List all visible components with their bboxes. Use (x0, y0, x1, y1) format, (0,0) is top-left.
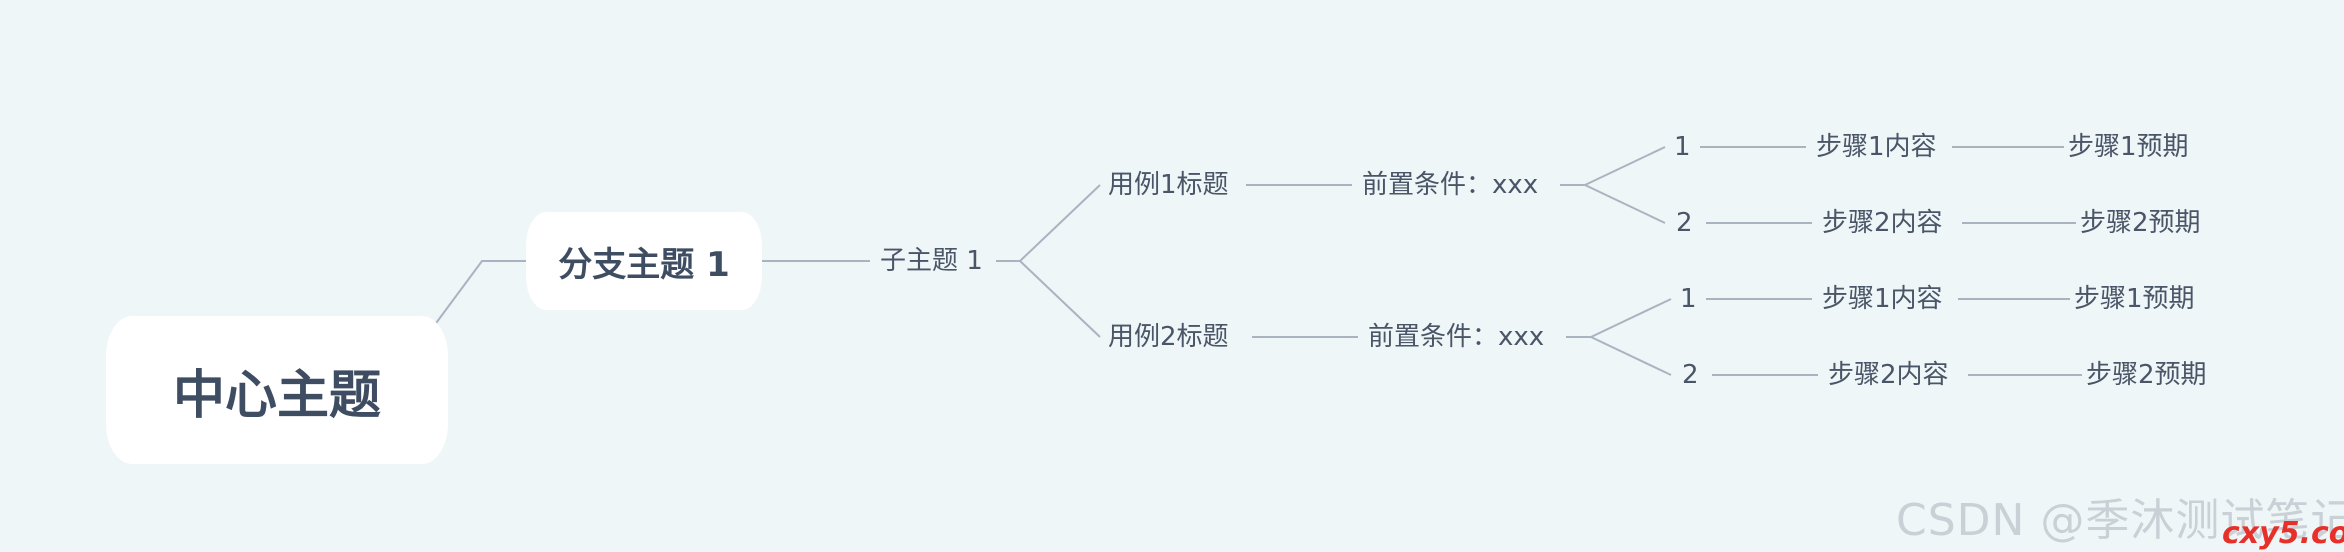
case1-to-step2-line (1584, 184, 1666, 224)
step-expected-label: 步骤2预期 (2086, 360, 2207, 390)
case1-step2-number-node[interactable]: 2 (1676, 208, 1693, 238)
case-title-label: 用例1标题 (1108, 170, 1229, 200)
step-number-label: 2 (1676, 208, 1693, 238)
step-expected-label: 步骤2预期 (2080, 208, 2201, 238)
case2-step2-number-node[interactable]: 2 (1682, 360, 1699, 390)
step-content-label: 步骤1内容 (1816, 132, 1937, 162)
step-content-label: 步骤1内容 (1822, 284, 1943, 314)
case1-step1-number-node[interactable]: 1 (1674, 132, 1691, 162)
case2-step2-expected-node[interactable]: 步骤2预期 (2086, 360, 2207, 390)
root-to-branch-line (427, 260, 526, 335)
branch-topic-node[interactable]: 分支主题 1 (526, 212, 762, 310)
case1-step2-expected-node[interactable]: 步骤2预期 (2080, 208, 2201, 238)
step-content-label: 步骤2内容 (1828, 360, 1949, 390)
branch-topic-label: 分支主题 1 (558, 244, 730, 285)
subtopic-to-case2-line (1019, 260, 1101, 338)
step-content-label: 步骤2内容 (1822, 208, 1943, 238)
case1-to-step1-line (1584, 146, 1666, 186)
case2-precondition-node[interactable]: 前置条件：xxx (1368, 322, 1544, 352)
case2-step1-number-node[interactable]: 1 (1680, 284, 1697, 314)
step-expected-label: 步骤1预期 (2068, 132, 2189, 162)
site-logo-text: cxy5.com (2222, 516, 2344, 551)
subtopic-label: 子主题 1 (880, 246, 983, 276)
case-title-label: 用例2标题 (1108, 322, 1229, 352)
step-expected-label: 步骤1预期 (2074, 284, 2195, 314)
subtopic-node[interactable]: 子主题 1 (880, 246, 983, 276)
step-number-label: 1 (1674, 132, 1691, 162)
central-topic-label: 中心主题 (172, 365, 381, 426)
case2-step1-content-node[interactable]: 步骤1内容 (1822, 284, 1943, 314)
step-number-label: 2 (1682, 360, 1699, 390)
central-topic-node[interactable]: 中心主题 (106, 316, 448, 464)
case1-precondition-node[interactable]: 前置条件：xxx (1362, 170, 1538, 200)
subtopic-to-case1-line (1019, 184, 1101, 262)
case2-title-node[interactable]: 用例2标题 (1108, 322, 1229, 352)
precondition-label: 前置条件：xxx (1362, 170, 1539, 200)
case2-to-step1-line (1590, 298, 1672, 338)
case2-to-step2-line (1590, 336, 1672, 376)
case1-step1-expected-node[interactable]: 步骤1预期 (2068, 132, 2189, 162)
case1-step2-content-node[interactable]: 步骤2内容 (1822, 208, 1943, 238)
precondition-label: 前置条件：xxx (1368, 322, 1545, 352)
csdn-watermark: CSDN @季沐测试笔记 (1896, 495, 2344, 546)
case2-step2-content-node[interactable]: 步骤2内容 (1828, 360, 1949, 390)
case1-step1-content-node[interactable]: 步骤1内容 (1816, 132, 1937, 162)
step-number-label: 1 (1680, 284, 1697, 314)
case1-title-node[interactable]: 用例1标题 (1108, 170, 1229, 200)
case2-step1-expected-node[interactable]: 步骤1预期 (2074, 284, 2195, 314)
